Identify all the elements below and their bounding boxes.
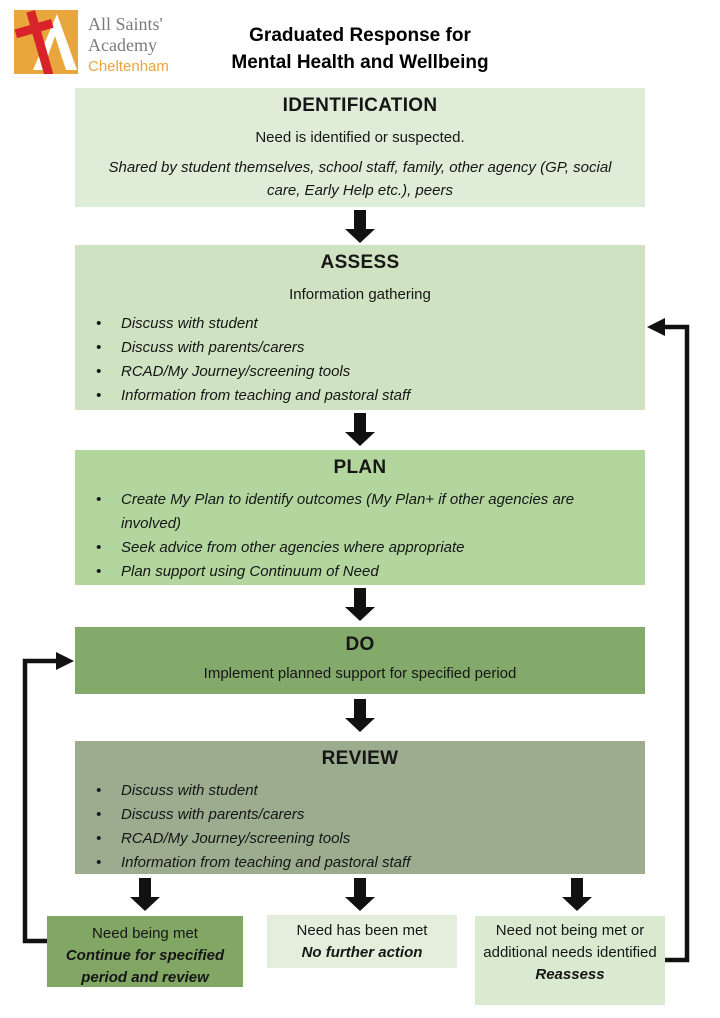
arrow-down-icon <box>345 718 375 732</box>
page-title-line2: Mental Health and Wellbeing <box>231 51 489 73</box>
flow-arrow-review-to-continue <box>130 878 160 911</box>
stage-do-title: DO <box>345 634 375 655</box>
outcome-need-not-being-met: Need not being met or additional needs i… <box>475 916 665 1005</box>
stage-plan: PLAN Create My Plan to identify outcomes… <box>75 450 645 585</box>
stage-assess-subtitle: Information gathering <box>289 286 431 303</box>
flow-arrow-review-to-reassess <box>562 878 592 911</box>
stage-identification: IDENTIFICATION Need is identified or sus… <box>75 88 645 207</box>
bullet-item: Seek advice from other agencies where ap… <box>96 536 621 560</box>
bullet-item: RCAD/My Journey/screening tools <box>96 827 621 851</box>
outcome-need-being-met: Need being met Continue for specified pe… <box>47 916 243 987</box>
outcome-met-line1: Need has been met <box>296 922 428 939</box>
bullet-item: Plan support using Continuum of Need <box>96 560 621 584</box>
stage-review-title: REVIEW <box>321 748 399 769</box>
flow-arrow-plan-to-do <box>345 588 375 621</box>
bullet-item: Discuss with parents/carers <box>96 336 621 360</box>
arrow-down-icon <box>130 897 160 911</box>
school-crest-icon <box>14 10 78 74</box>
outcome-reassess-action: Reassess <box>535 965 605 983</box>
flow-arrow-assess-to-plan <box>345 413 375 446</box>
stage-do: DO Implement planned support for specifi… <box>75 627 645 694</box>
stage-identification-subtitle: Need is identified or suspected. <box>255 129 465 146</box>
logo-name-line1: All Saints' <box>88 14 163 34</box>
page-title: Graduated Response for Mental Health and… <box>75 23 645 76</box>
arrow-down-icon <box>345 607 375 621</box>
logo-name-line3: Cheltenham <box>88 57 169 75</box>
bullet-item: Create My Plan to identify outcomes (My … <box>96 488 621 536</box>
bullet-item: Discuss with student <box>96 779 621 803</box>
flow-arrow-do-to-review <box>345 699 375 732</box>
feedback-arrow-continue-to-do <box>22 652 74 944</box>
outcome-reassess-line1: Need not being met or additional needs i… <box>483 922 657 961</box>
arrow-down-icon <box>345 897 375 911</box>
stage-plan-title: PLAN <box>333 457 387 478</box>
arrow-down-icon <box>562 897 592 911</box>
outcome-met-action: No further action <box>301 943 423 961</box>
logo-name-line2: Academy <box>88 34 157 55</box>
arrow-left-icon <box>647 318 665 336</box>
bullet-item: Discuss with student <box>96 312 621 336</box>
stage-review-bullets: Discuss with student Discuss with parent… <box>75 779 645 875</box>
stage-do-subtitle: Implement planned support for specified … <box>203 665 517 682</box>
stage-identification-note: Shared by student themselves, school sta… <box>108 159 612 199</box>
bullet-item: Discuss with parents/carers <box>96 803 621 827</box>
outcome-continue-line1: Need being met <box>92 925 198 942</box>
bullet-item: Information from teaching and pastoral s… <box>96 384 621 408</box>
page-title-line1: Graduated Response for <box>249 25 471 46</box>
feedback-arrow-reassess-to-assess <box>647 318 690 963</box>
stage-assess: ASSESS Information gathering Discuss wit… <box>75 245 645 410</box>
flow-arrow-identification-to-assess <box>345 210 375 243</box>
stage-assess-title: ASSESS <box>320 252 400 273</box>
arrow-right-icon <box>56 652 74 670</box>
arrow-down-icon <box>345 432 375 446</box>
stage-assess-bullets: Discuss with student Discuss with parent… <box>75 312 645 408</box>
school-logo: All Saints' Academy Cheltenham <box>14 10 169 75</box>
stage-identification-title: IDENTIFICATION <box>282 95 438 116</box>
bullet-item: Information from teaching and pastoral s… <box>96 851 621 875</box>
bullet-item: RCAD/My Journey/screening tools <box>96 360 621 384</box>
stage-review: REVIEW Discuss with student Discuss with… <box>75 741 645 875</box>
outcome-need-has-been-met: Need has been met No further action <box>267 915 457 968</box>
flow-arrow-review-to-no-action <box>345 878 375 911</box>
arrow-down-icon <box>345 229 375 243</box>
outcome-continue-action: Continue for specified period and review <box>65 946 225 986</box>
stage-plan-bullets: Create My Plan to identify outcomes (My … <box>75 488 645 584</box>
